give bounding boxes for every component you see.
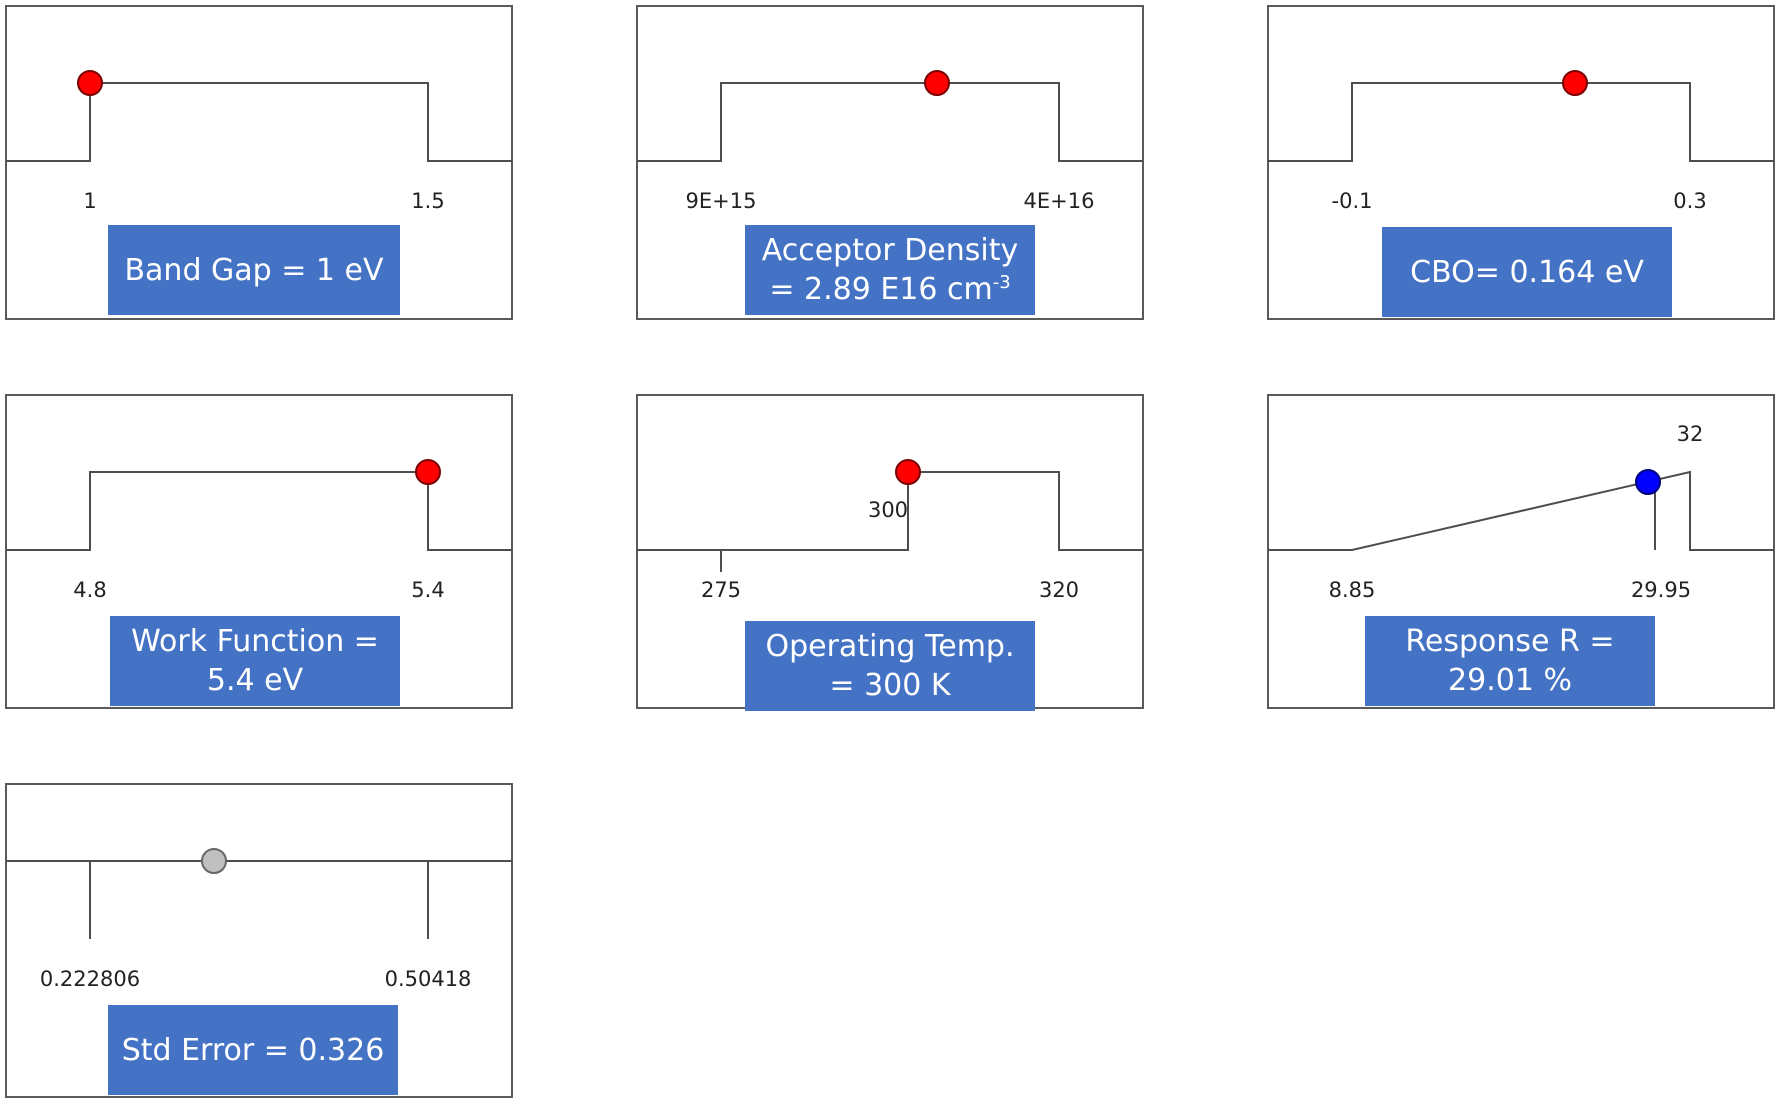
cbo-plot: [1267, 5, 1775, 320]
acceptor-density-caption: Acceptor Density = 2.89 E16 cm-3: [745, 225, 1035, 315]
high-bound-label: 1.5: [411, 189, 445, 213]
high-bound-label: 32: [1676, 422, 1704, 446]
caption-text: Std Error = 0.326: [121, 1032, 385, 1068]
caption-superscript: -3: [992, 272, 1011, 293]
low-bound-label: 9E+15: [685, 189, 757, 213]
current-value-label: 300: [867, 498, 909, 522]
caption-text: Band Gap = 1 eV: [124, 252, 384, 288]
target-label: 29.95: [1630, 578, 1692, 602]
optimum-marker[interactable]: [77, 70, 103, 96]
caption-line-1: Work Function =: [131, 624, 379, 659]
std-error-marker[interactable]: [201, 848, 227, 874]
low-bound-label: 4.8: [73, 578, 107, 602]
low-bound-label: 8.85: [1328, 578, 1376, 602]
response-panel: 32 8.85 29.95 Response R = 29.01 %: [1267, 394, 1775, 709]
optimum-marker[interactable]: [1562, 70, 1588, 96]
cbo-caption: CBO= 0.164 eV: [1382, 227, 1672, 317]
caption-line-2: = 300 K: [829, 668, 951, 703]
work-function-caption: Work Function = 5.4 eV: [110, 616, 400, 706]
std-error-caption: Std Error = 0.326: [108, 1005, 398, 1095]
caption-line-2-text: = 2.89 E16 cm: [769, 272, 993, 307]
response-caption: Response R = 29.01 %: [1365, 616, 1655, 706]
caption-line-2: 5.4 eV: [206, 663, 304, 698]
acceptor-density-panel: 9E+15 4E+16 Acceptor Density = 2.89 E16 …: [636, 5, 1144, 320]
desirability-curve: [637, 82, 1143, 162]
high-bound-label: 0.3: [1673, 189, 1707, 213]
optimum-marker[interactable]: [415, 459, 441, 485]
high-bound-label: 320: [1038, 578, 1080, 602]
low-bound-label: 0.222806: [39, 967, 141, 991]
optimum-marker[interactable]: [895, 459, 921, 485]
desirability-curve: [6, 471, 512, 551]
band-gap-caption: Band Gap = 1 eV: [108, 225, 400, 315]
operating-temp-caption: Operating Temp. = 300 K: [745, 621, 1035, 711]
caption-line-1: Response R =: [1405, 624, 1615, 659]
band-gap-panel: 1 1.5 Band Gap = 1 eV: [5, 5, 513, 320]
cbo-panel: -0.1 0.3 CBO= 0.164 eV: [1267, 5, 1775, 320]
low-bound-label: 275: [700, 578, 742, 602]
response-marker[interactable]: [1635, 469, 1661, 495]
high-bound-label: 5.4: [411, 578, 445, 602]
optimum-marker[interactable]: [924, 70, 950, 96]
operating-temp-panel: 300 275 320 Operating Temp. = 300 K: [636, 394, 1144, 711]
desirability-curve: [6, 82, 512, 162]
low-bound-label: 1: [83, 189, 97, 213]
caption-line-2: 29.01 %: [1448, 663, 1572, 698]
low-bound-label: -0.1: [1331, 189, 1373, 213]
desirability-curve: [1268, 82, 1774, 162]
caption-text: CBO= 0.164 eV: [1410, 254, 1644, 290]
high-bound-label: 4E+16: [1023, 189, 1095, 213]
work-function-panel: 4.8 5.4 Work Function = 5.4 eV: [5, 394, 513, 709]
desirability-curve: [637, 471, 1143, 551]
std-error-panel: 0.222806 0.50418 Std Error = 0.326: [5, 783, 513, 1098]
caption-line-1: Operating Temp.: [765, 629, 1015, 664]
caption-line-1: Acceptor Density: [761, 233, 1019, 268]
high-bound-label: 0.50418: [384, 967, 472, 991]
caption-line-2: = 2.89 E16 cm-3: [745, 270, 1035, 309]
